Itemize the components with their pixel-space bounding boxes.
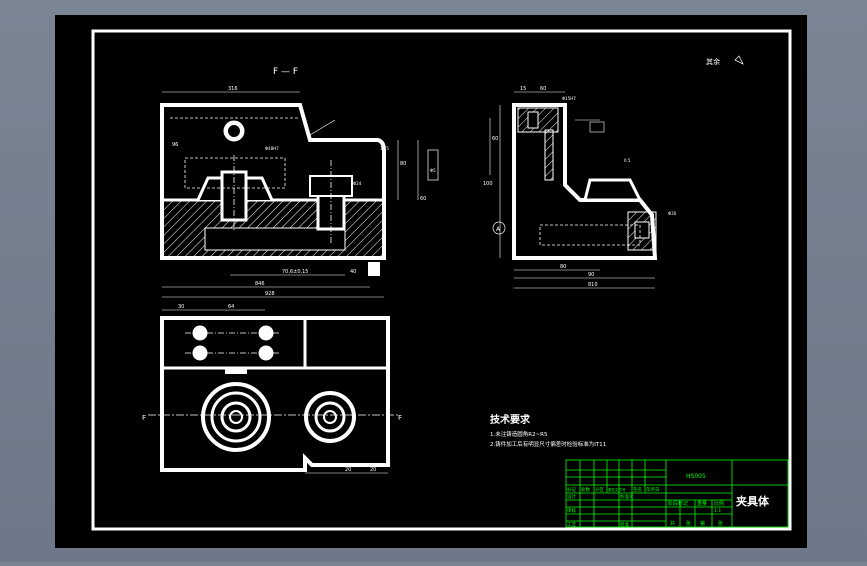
svg-text:工艺: 工艺 [567,522,576,528]
svg-text:40: 40 [350,269,356,275]
front-section-view: F — F 316 80 60 Φ5 [160,67,439,298]
svg-text:846: 846 [255,281,265,287]
svg-text:Φ15H7: Φ15H7 [562,96,576,101]
svg-text:20: 20 [345,467,351,473]
svg-text:80: 80 [560,264,566,270]
svg-text:Φ48H7: Φ48H7 [265,146,279,151]
tech-req-title: 技术要求 [490,413,531,426]
svg-text:重量: 重量 [697,500,707,507]
detail-marker: A [496,226,501,233]
svg-text:张: 张 [686,520,691,527]
drawing-number: HS005 [686,473,706,480]
svg-text:Φ24: Φ24 [353,181,362,186]
svg-text:Φ30: Φ30 [668,211,677,216]
svg-text:928: 928 [265,291,275,297]
drawing-border [91,29,792,531]
plan-view: F F 30 64 20 20 [142,304,402,474]
title-block [565,459,789,528]
roughness-symbol-icon [734,55,744,65]
technical-requirements: 技术要求 1.未注铸造圆角R2~R5 2.铸件加工后有明显尺寸偏差时检验标准为I… [490,413,606,448]
svg-text:标记: 标记 [567,486,576,493]
svg-text:Φ5: Φ5 [430,168,436,173]
part-name: 夹具体 [736,494,770,508]
svg-text:审核: 审核 [567,507,576,514]
svg-text:100: 100 [483,181,493,187]
svg-text:30: 30 [178,304,184,310]
svg-text:810: 810 [588,282,598,288]
tech-req-item-1: 1.未注铸造圆角R2~R5 [490,430,548,438]
svg-text:12.5: 12.5 [380,146,389,151]
title-block-text: HS005 夹具体 标记 处数 分区 更改文件号 签名 年月日 设计 审核 工艺… [567,473,770,528]
svg-text:90: 90 [588,272,594,278]
svg-text:更改文件号: 更改文件号 [608,487,626,492]
svg-text:比例: 比例 [714,500,724,507]
svg-text:0.5: 0.5 [624,158,631,163]
svg-text:设计: 设计 [567,493,576,500]
svg-text:60: 60 [540,86,546,92]
svg-text:70,6±0,15: 70,6±0,15 [282,269,308,275]
svg-text:80: 80 [400,161,406,167]
svg-text:60: 60 [492,136,498,142]
svg-text:标准化: 标准化 [620,493,634,500]
svg-text:批准: 批准 [620,521,629,528]
tech-req-item-2: 2.铸件加工后有明显尺寸偏差时检验标准为IT11 [490,440,606,448]
svg-text:64: 64 [228,304,234,310]
section-marker-left: F [142,414,146,422]
svg-text:阶段标记: 阶段标记 [668,500,688,507]
svg-text:分区: 分区 [595,486,604,493]
svg-text:316: 316 [228,86,238,92]
section-marker-right: F [398,414,402,422]
svg-text:15: 15 [520,86,526,92]
svg-text:60: 60 [420,196,426,202]
svg-text:共: 共 [670,520,675,527]
svg-text:20: 20 [370,467,376,473]
roughness-note: 其余 [706,57,720,66]
scale-value: 1:1 [714,508,721,514]
section-label: F — F [273,67,298,77]
svg-text:第: 第 [700,520,705,527]
svg-text:处数: 处数 [581,486,590,493]
svg-text:签名: 签名 [633,486,642,493]
svg-text:96: 96 [172,142,178,148]
svg-text:年月日: 年月日 [646,486,660,493]
side-view: 100 60 80 90 810 15 60 Φ15H7 Φ30 0.5 A [483,86,677,289]
svg-text:张: 张 [718,520,723,527]
